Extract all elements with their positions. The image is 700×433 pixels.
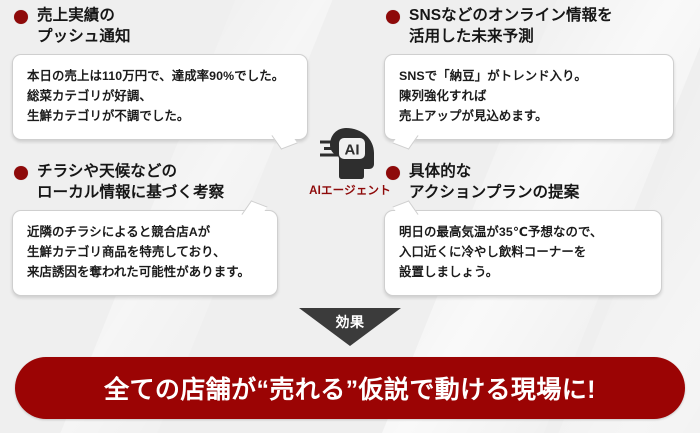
speech-bubble-text: SNSで「納豆」がトレンド入り。 陳列強化すれば 売上アップが見込めます。	[399, 69, 587, 124]
speech-bubble: 明日の最高気温が35℃予想なので、 入口近くに冷やし飲料コーナーを 設置しましょ…	[384, 200, 662, 296]
ai-agent-node: AI AIエージェント	[301, 126, 399, 198]
quadrant-heading: チラシや天候などの ローカル情報に基づく考察	[14, 162, 334, 203]
bullet-dot-icon	[386, 10, 400, 24]
bullet-dot-icon	[14, 166, 28, 180]
quadrant-heading: 具体的な アクションプランの提案	[386, 162, 700, 203]
speech-bubble-tail	[271, 128, 298, 150]
quadrant-heading-label: 売上実績の プッシュ通知	[37, 7, 131, 45]
quadrant-heading: SNSなどのオンライン情報を 活用した未来予測	[386, 6, 700, 47]
ai-agent-label: AIエージェント	[309, 185, 391, 197]
speech-bubble-text: 近隣のチラシによると競合店Aが 生鮮カテゴリ商品を特売しており、 来店誘因を奪わ…	[27, 225, 250, 280]
speech-bubble-text: 明日の最高気温が35℃予想なので、 入口近くに冷やし飲料コーナーを 設置しましょ…	[399, 225, 603, 280]
speech-bubble-tail	[392, 200, 419, 221]
result-banner: 全ての店舗が“売れる”仮説で動ける現場に!	[15, 357, 685, 419]
speech-bubble: SNSで「納豆」がトレンド入り。 陳列強化すれば 売上アップが見込めます。	[384, 54, 674, 150]
quadrant-heading-label: 具体的な アクションプランの提案	[409, 163, 580, 201]
speech-bubble: 本日の売上は110万円で、達成率90%でした。 総菜カテゴリが好調、 生鮮カテゴ…	[12, 54, 308, 150]
bullet-dot-icon	[386, 166, 400, 180]
quadrant-local-info-analysis: チラシや天候などの ローカル情報に基づく考察 近隣のチラシによると競合店Aが 生…	[12, 162, 334, 296]
ai-chip-label: AI	[345, 142, 360, 159]
ai-head-icon: AI	[320, 128, 374, 179]
speech-bubble-tail	[241, 200, 268, 221]
quadrant-sales-push-notification: 売上実績の プッシュ通知 本日の売上は110万円で、達成率90%でした。 総菜カ…	[12, 6, 334, 150]
quadrant-sns-future-forecast: SNSなどのオンライン情報を 活用した未来予測 SNSで「納豆」がトレンド入り。…	[384, 6, 700, 150]
effect-arrow-label: 効果	[335, 314, 365, 330]
quadrant-action-plan-proposal: 具体的な アクションプランの提案 明日の最高気温が35℃予想なので、 入口近くに…	[384, 162, 700, 296]
speech-bubble: 近隣のチラシによると競合店Aが 生鮮カテゴリ商品を特売しており、 来店誘因を奪わ…	[12, 200, 278, 296]
speech-bubble-text: 本日の売上は110万円で、達成率90%でした。 総菜カテゴリが好調、 生鮮カテゴ…	[27, 69, 285, 124]
result-banner-text: 全ての店舗が“売れる”仮説で動ける現場に!	[104, 376, 596, 404]
effect-arrow: 効果	[299, 308, 401, 346]
quadrant-heading-label: SNSなどのオンライン情報を 活用した未来予測	[409, 7, 613, 45]
quadrant-heading: 売上実績の プッシュ通知	[14, 6, 334, 47]
bullet-dot-icon	[14, 10, 28, 24]
quadrant-heading-label: チラシや天候などの ローカル情報に基づく考察	[37, 163, 225, 201]
